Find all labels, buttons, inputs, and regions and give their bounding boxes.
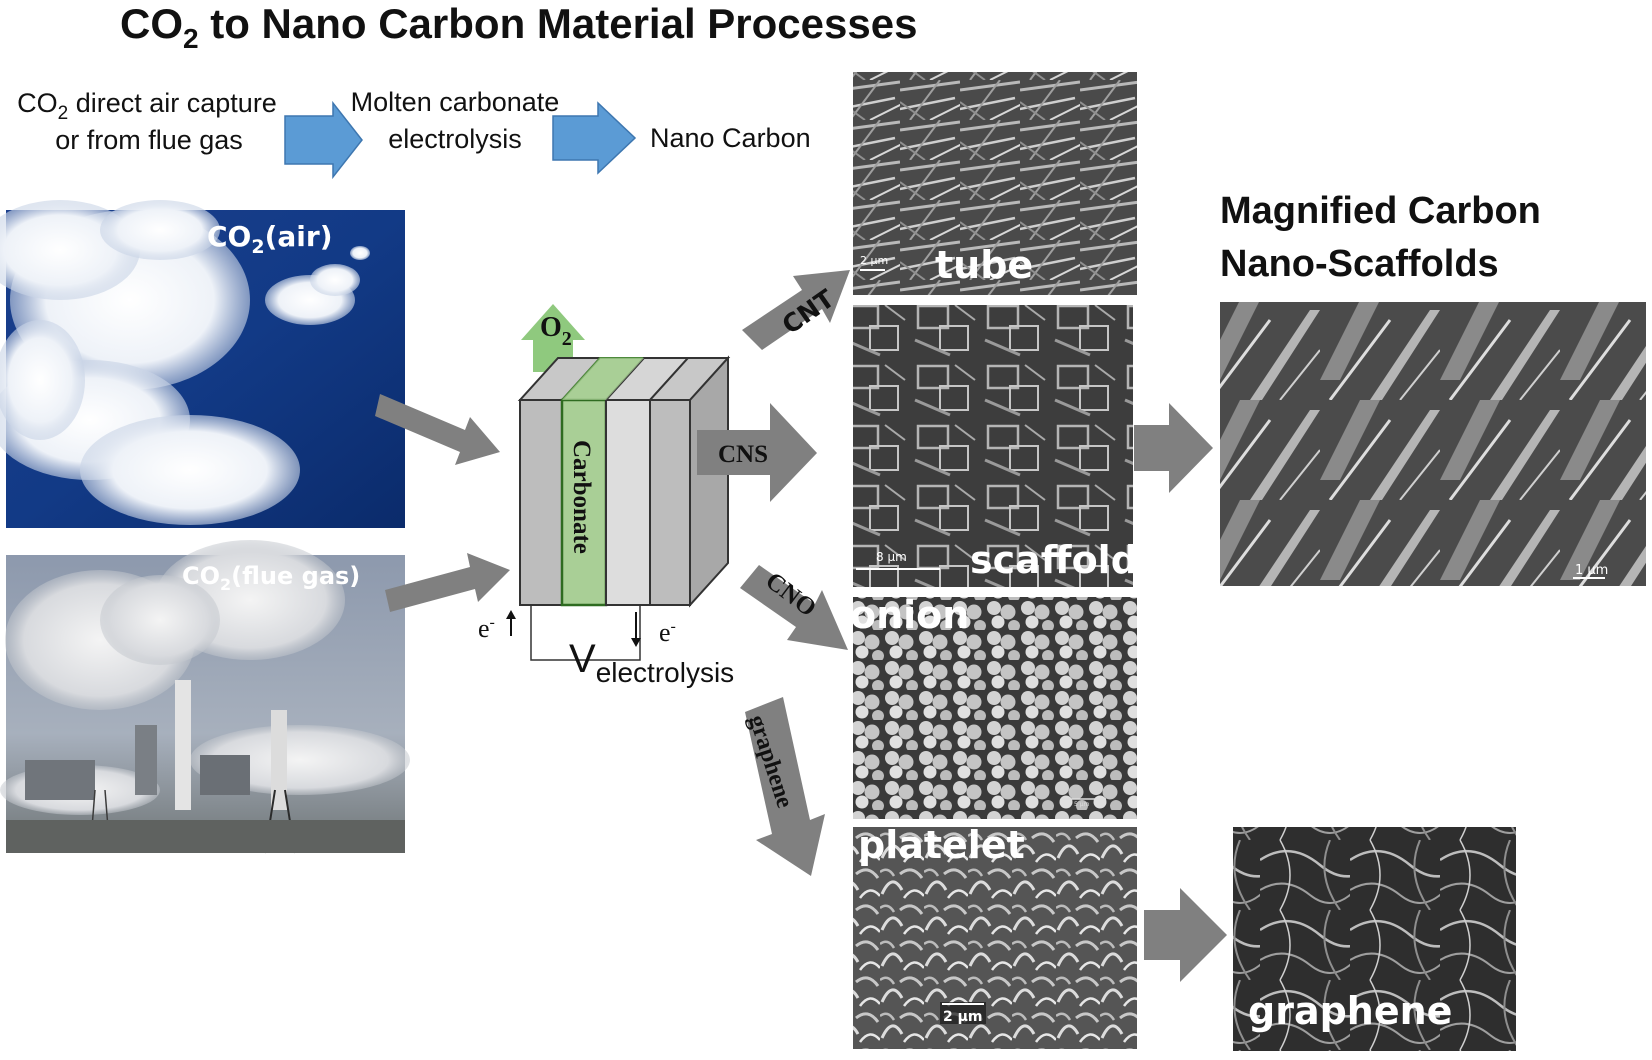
electron-out-label: e- (659, 618, 676, 647)
micrograph-scaffold: 8 µm scaffold (853, 305, 1138, 587)
flue-gas-label: CO2(flue gas) (182, 562, 360, 594)
platelet-label: platelet (858, 823, 1025, 867)
onion-scale-label: 5 µm (1074, 801, 1090, 808)
flue-input-arrow (385, 553, 510, 612)
magnified-scale-label: 1 µm (1575, 563, 1608, 578)
flue-gas-photo (0, 540, 410, 854)
svg-text:CNS: CNS (718, 441, 768, 468)
air-photo (0, 200, 405, 528)
page-title: CO2 to Nano Carbon Material Processes (120, 0, 917, 54)
micrograph-platelet: 2 µm platelet (853, 823, 1137, 1049)
route-arrow-cnt: CNT (742, 270, 850, 350)
route-arrow-graphene: graphene (743, 697, 825, 876)
flow-step-nanocarbon: Nano Carbon (650, 123, 811, 153)
onion-label: onion (850, 593, 969, 637)
flow-step-electrolysis: Molten carbonate (351, 87, 560, 117)
flow-step-capture-line2: or from flue gas (55, 125, 243, 155)
micrograph-tube: 2 µm tube (853, 72, 1137, 295)
air-input-arrow (375, 394, 500, 465)
o2-arrow (521, 304, 585, 372)
voltage-label: Velectrolysis (569, 637, 734, 688)
route-arrow-cno: CNO (740, 565, 848, 650)
electrolyte-label: Carbonate (568, 440, 595, 554)
electron-in-label: e- (478, 614, 495, 643)
route-arrow-cns: CNS (697, 403, 817, 502)
magnified-scaffold-image: 1 µm (1220, 302, 1646, 586)
o2-label: O2 (540, 312, 572, 350)
electrolysis-cell: Carbonate (517, 304, 731, 661)
micrograph-onion: 5 µm onion (850, 593, 1137, 819)
air-label: CO2(air) (207, 220, 333, 258)
scaffold-scale-label: 8 µm (876, 550, 907, 564)
magnify-arrow-graphene (1144, 888, 1227, 982)
flow-arrow-2 (552, 101, 637, 175)
magnified-title-line2: Nano-Scaffolds (1220, 243, 1499, 285)
magnify-arrow-scaffold (1134, 403, 1213, 493)
platelet-scale-label: 2 µm (943, 1009, 983, 1025)
flow-arrow-1 (284, 100, 363, 180)
tube-scale-label: 2 µm (860, 254, 888, 267)
flow-step-electrolysis-line2: electrolysis (388, 124, 522, 154)
magnified-graphene-image: graphene (1233, 827, 1516, 1051)
tube-label: tube (935, 243, 1033, 287)
magnified-title-line1: Magnified Carbon (1220, 190, 1541, 232)
scaffold-label: scaffold (970, 538, 1138, 582)
graphene-label: graphene (1248, 989, 1452, 1033)
flow-step-capture: CO2 direct air capture (17, 88, 277, 124)
